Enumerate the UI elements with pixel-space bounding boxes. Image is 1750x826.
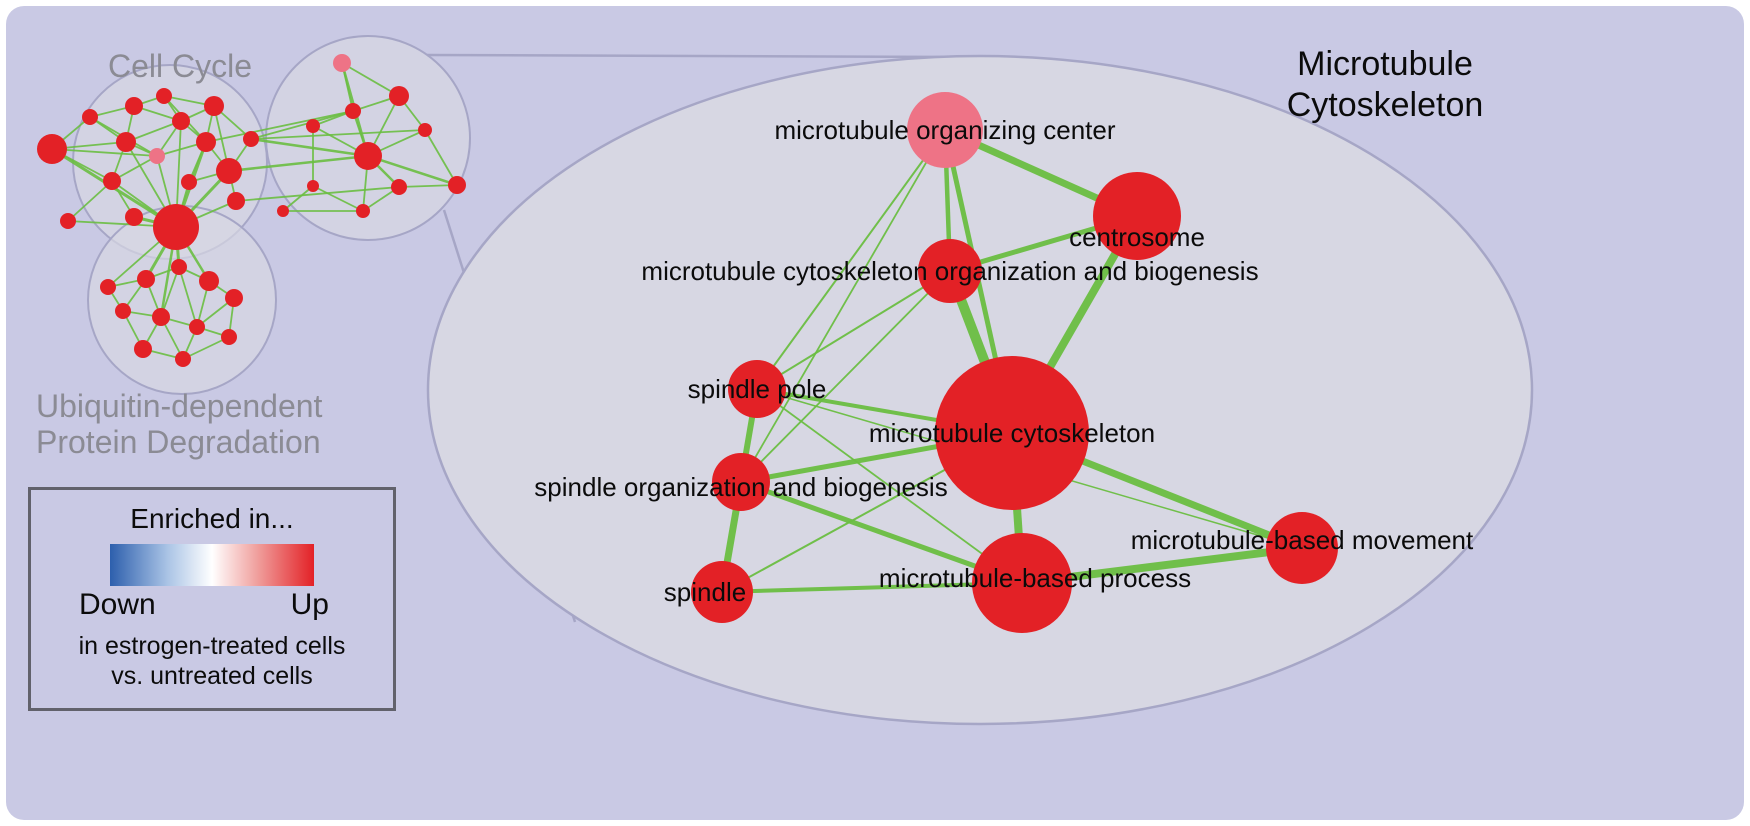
cluster-label-cell-cycle: Cell Cycle [108, 48, 253, 84]
overview-node [125, 97, 143, 115]
overview-node [199, 271, 219, 291]
overview-node [354, 142, 382, 170]
overview-node [175, 351, 191, 367]
detail-cluster-title: Microtubule Cytoskeleton [1250, 44, 1520, 126]
node-spindle-pole [728, 360, 786, 418]
overview-node [307, 180, 319, 192]
edge-moc-spindle-pole [756, 129, 946, 390]
overview-edge [228, 154, 369, 173]
overview-node [153, 204, 199, 250]
overview-node [221, 329, 237, 345]
overview-node [204, 96, 224, 116]
legend-down-label: Down [79, 588, 156, 621]
overview-edge [250, 137, 369, 158]
overview-edge [250, 129, 426, 140]
edge-mcob-spindle-pole [756, 270, 951, 390]
overview-edge [178, 266, 198, 328]
overview-node [418, 123, 432, 137]
overview-edge [67, 180, 113, 222]
legend-axis-labels: Down Up [31, 588, 393, 622]
node-sob [712, 453, 770, 511]
cluster-label-ubiquitin-line2: Protein Degradation [36, 424, 321, 460]
node-label-spindle: spindle [664, 577, 746, 607]
overview-edge [205, 110, 354, 143]
overview-node [448, 176, 466, 194]
overview-node [306, 119, 320, 133]
node-label-mbp: microtubule-based process [879, 563, 1191, 593]
overview-node [189, 319, 205, 335]
overview-node [37, 134, 67, 164]
overview-node [243, 131, 259, 147]
legend-gradient-bar [110, 544, 314, 586]
overview-node [277, 205, 289, 217]
overview-edge [398, 184, 458, 188]
node-centrosome [1093, 172, 1181, 260]
legend-box: Enriched in... Down Up in estrogen-treat… [28, 487, 396, 711]
overview-edge [235, 186, 400, 202]
node-mbp [972, 533, 1072, 633]
detail-cluster-title-line2: Cytoskeleton [1286, 86, 1484, 124]
legend-up-label: Up [290, 588, 329, 621]
overview-node [333, 54, 351, 72]
overview-node [216, 158, 242, 184]
overview-node [345, 103, 361, 119]
overview-node [152, 308, 170, 326]
node-label-moc: microtubule organizing center [774, 115, 1115, 145]
edge-mcob-sob [740, 270, 951, 483]
node-label-mcob: microtubule cytoskeleton organization an… [641, 256, 1258, 286]
cluster-label-ubiquitin-line1: Ubiquitin-dependent [36, 388, 323, 424]
node-label-centrosome: centrosome [1069, 222, 1205, 252]
overview-node [356, 204, 370, 218]
overview-node [137, 270, 155, 288]
overview-edge [312, 185, 364, 212]
overview-node [103, 172, 121, 190]
edge-spindle-mbp [721, 581, 1023, 594]
overview-node [391, 179, 407, 195]
node-moc [907, 92, 983, 168]
overview-node [172, 112, 190, 130]
edge-spindle-pole-mbp [756, 388, 1023, 584]
node-mcob [918, 239, 982, 303]
node-label-mc: microtubule cytoskeleton [869, 418, 1155, 448]
overview-node [100, 279, 116, 295]
overview-edge [51, 148, 158, 157]
legend-caption-line2: vs. untreated cells [111, 662, 313, 690]
node-label-sob: spindle organization and biogenesis [534, 472, 947, 502]
overview-node [115, 303, 131, 319]
node-label-spindle-pole: spindle pole [688, 374, 827, 404]
zoom-cone-line [426, 53, 961, 59]
overview-edge [282, 185, 314, 212]
overview-edge [182, 336, 230, 360]
detail-cluster-title-line1: Microtubule [1297, 45, 1473, 83]
edge-moc-sob [740, 129, 946, 483]
overview-node [156, 88, 172, 104]
overview-node [171, 259, 187, 275]
node-mc [935, 356, 1089, 510]
overview-node [60, 213, 76, 229]
overview-node [227, 192, 245, 210]
legend-title: Enriched in... [130, 503, 294, 534]
overview-node [181, 174, 197, 190]
overview-node [196, 132, 216, 152]
legend-caption-line1: in estrogen-treated cells [78, 632, 346, 660]
overview-edge [424, 129, 458, 186]
overview-node [125, 208, 143, 226]
overview-edge [341, 62, 400, 97]
overview-node [82, 109, 98, 125]
node-mbm [1266, 512, 1338, 584]
node-spindle [691, 561, 753, 623]
overview-node [116, 132, 136, 152]
overview-node [389, 86, 409, 106]
overview-node [149, 148, 165, 164]
node-label-mbm: microtubule-based movement [1131, 525, 1474, 555]
overview-node [225, 289, 243, 307]
overview-node [134, 340, 152, 358]
overview-edge [250, 110, 354, 140]
overview-edge [367, 154, 458, 187]
